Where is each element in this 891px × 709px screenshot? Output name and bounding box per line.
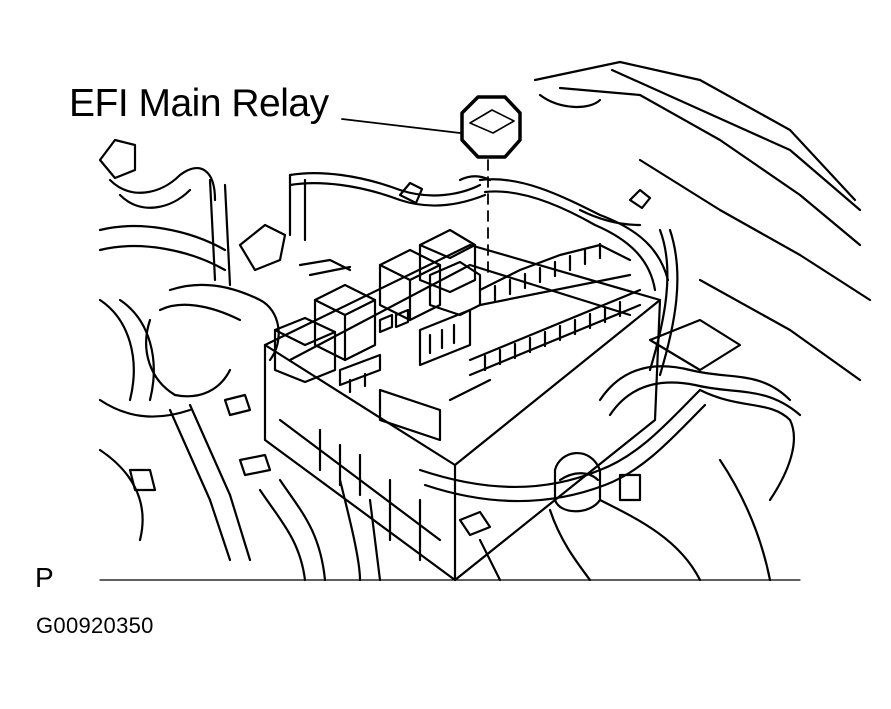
view-code-label: P (35, 562, 54, 593)
callout-leader-line (341, 118, 461, 134)
efi-main-relay-label: EFI Main Relay (69, 82, 329, 125)
wire-harness (288, 172, 802, 503)
efi-main-relay-icon (460, 95, 522, 159)
engine-left-parts (98, 138, 382, 582)
relay-block (263, 228, 662, 582)
hood-edge-lines (533, 60, 872, 382)
figure-id-label: G00920350 (36, 613, 154, 638)
engine-right-parts (458, 318, 795, 582)
